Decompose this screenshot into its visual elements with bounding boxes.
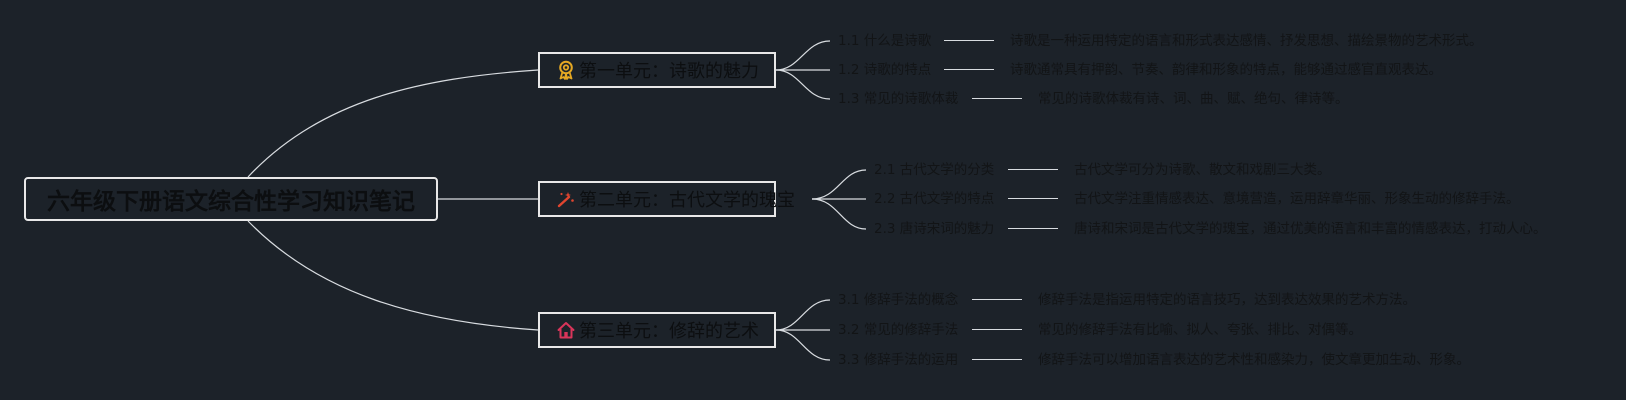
topic-connector-3-2 [972,329,1022,330]
topic-desc-3-2: 常见的修辞手法有比喻、拟人、夸张、排比、对偶等。 [1038,322,1362,338]
connector-unit-1-topic-1 [775,40,831,71]
topic-connector-1-3 [972,98,1022,99]
topic-connector-2-1 [1008,169,1058,170]
topic-connector-3-1 [972,299,1022,300]
topic-desc-1-3: 常见的诗歌体裁有诗、词、曲、赋、绝句、律诗等。 [1038,91,1349,107]
topic-connector-2-3 [1008,228,1058,229]
unit-title-2: 第二单元：古代文学的瑰宝 [579,190,795,211]
unit-node-1[interactable]: 第一单元：诗歌的魅力 [538,52,776,88]
topic-connector-2-2 [1008,198,1058,199]
topic-label-2-2[interactable]: 2.2 古代文学的特点 [874,191,995,207]
magic-wand-icon [557,192,574,208]
topic-label-3-2[interactable]: 3.2 常见的修辞手法 [838,322,959,338]
connector-unit-2-topic-1 [811,169,867,200]
topic-connector-1-1 [944,40,994,41]
topic-desc-3-3: 修辞手法可以增加语言表达的艺术性和感染力，使文章更加生动、形象。 [1038,352,1470,368]
topic-desc-1-1: 诗歌是一种运用特定的语言和形式表达感情、抒发思想、描绘景物的艺术形式。 [1010,33,1483,49]
connector-root-unit-3 [247,220,539,331]
connector-unit-3-topic-3 [775,329,831,361]
topic-label-1-2[interactable]: 1.2 诗歌的特点 [838,62,932,78]
topic-desc-2-1: 古代文学可分为诗歌、散文和戏剧三大类。 [1074,162,1331,178]
connector-unit-1-topic-3 [775,69,831,100]
connector-unit-3-topic-1 [775,299,831,331]
unit-node-2[interactable]: 第二单元：古代文学的瑰宝 [538,181,795,217]
topic-label-2-3[interactable]: 2.3 唐诗宋词的魅力 [874,221,995,237]
connector-unit-2-topic-3 [811,198,867,230]
topic-label-3-1[interactable]: 3.1 修辞手法的概念 [838,292,959,308]
topic-desc-2-2: 古代文学注重情感表达、意境营造，运用辞章华丽、形象生动的修辞手法。 [1074,191,1520,207]
topic-label-1-1[interactable]: 1.1 什么是诗歌 [838,33,932,49]
topic-connector-1-2 [944,69,994,70]
root-title: 六年级下册语文综合性学习知识笔记 [47,189,415,215]
root-node[interactable]: 六年级下册语文综合性学习知识笔记 [24,177,438,221]
topic-label-1-3[interactable]: 1.3 常见的诗歌体裁 [838,91,959,107]
unit-title-3: 第三单元：修辞的艺术 [579,321,759,342]
award-ribbon-icon [559,60,573,80]
unit-title-1: 第一单元：诗歌的魅力 [579,61,759,82]
topic-label-3-3[interactable]: 3.3 修辞手法的运用 [838,352,959,368]
topic-connector-3-3 [972,359,1022,360]
connector-root-unit-1 [247,69,539,178]
topic-desc-2-3: 唐诗和宋词是古代文学的瑰宝，通过优美的语言和丰富的情感表达，打动人心。 [1074,221,1547,237]
unit-node-3[interactable]: 第三单元：修辞的艺术 [538,312,776,348]
topic-label-2-1[interactable]: 2.1 古代文学的分类 [874,162,995,178]
topic-desc-3-1: 修辞手法是指运用特定的语言技巧，达到表达效果的艺术方法。 [1038,292,1416,308]
topic-desc-1-2: 诗歌通常具有押韵、节奏、韵律和形象的特点，能够通过感官直观表达。 [1010,62,1442,78]
house-icon [557,322,575,339]
